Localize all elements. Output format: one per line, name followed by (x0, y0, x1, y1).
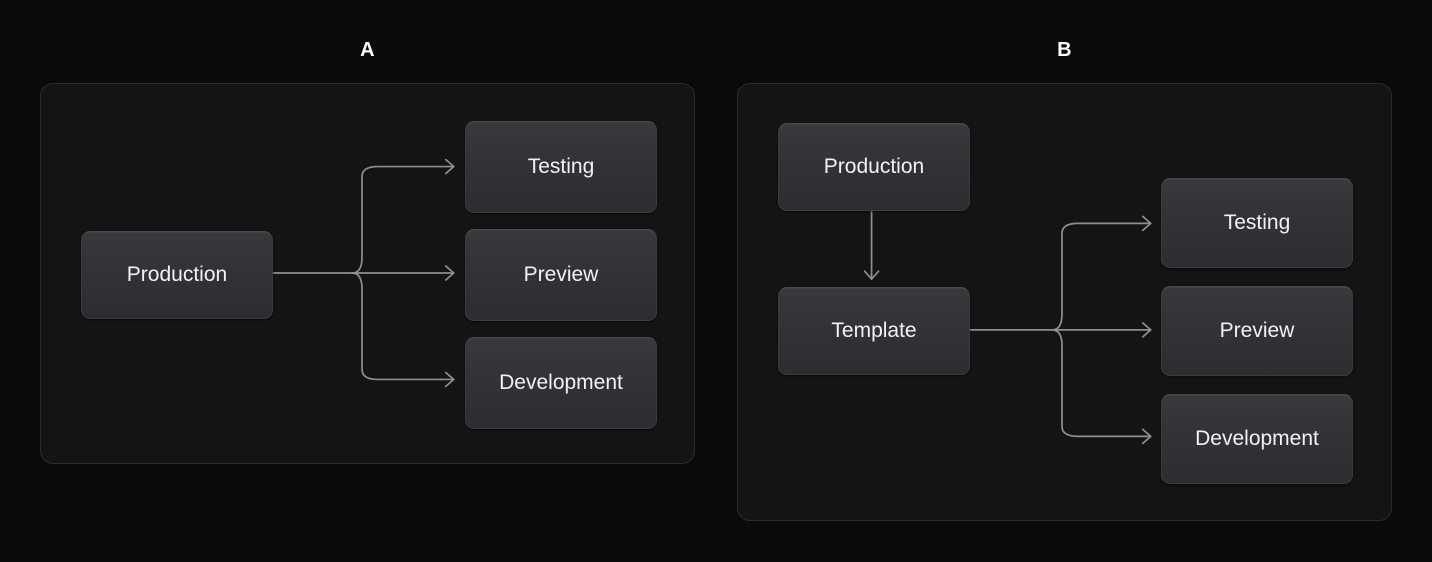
node-label: Development (499, 371, 623, 394)
arrowhead-a-development (444, 371, 455, 388)
panel-group-b: B Production (737, 38, 1392, 521)
node-label: Preview (523, 263, 599, 286)
node-label: Template (831, 319, 917, 342)
node-label: Preview (1219, 319, 1295, 342)
node-label: Production (823, 155, 925, 178)
panel-group-a: A Production (40, 38, 695, 464)
node-testing-b[interactable]: Testing (1161, 178, 1353, 268)
arrowhead-b-preview (1141, 322, 1152, 338)
panel-label-b: B (1057, 39, 1072, 61)
arrowhead-b-template (863, 270, 880, 280)
node-label: Development (1195, 427, 1319, 450)
node-template-b[interactable]: Template (778, 287, 970, 375)
node-production-a[interactable]: Production (81, 231, 273, 319)
panel-a: Production Testing Preview Development (40, 83, 695, 464)
edge-a-to-testing (351, 165, 455, 274)
arrowhead-a-testing (444, 158, 455, 175)
panel-label-a: A (360, 39, 375, 61)
node-preview-a[interactable]: Preview (465, 229, 657, 321)
arrowhead-b-testing (1141, 215, 1152, 232)
node-label: Production (126, 263, 228, 286)
node-development-a[interactable]: Development (465, 337, 657, 429)
node-development-b[interactable]: Development (1161, 394, 1353, 484)
node-production-b[interactable]: Production (778, 123, 970, 211)
node-label: Testing (527, 155, 595, 178)
arrowhead-a-preview (444, 265, 455, 281)
edge-b-to-testing (1051, 222, 1152, 331)
edge-b-to-development (1051, 329, 1152, 438)
node-preview-b[interactable]: Preview (1161, 286, 1353, 376)
panel-b: Production Template Testing Preview Deve… (737, 83, 1392, 521)
edge-a-to-development (351, 272, 455, 381)
arrowhead-b-development (1141, 428, 1152, 445)
node-label: Testing (1223, 211, 1291, 234)
node-testing-a[interactable]: Testing (465, 121, 657, 213)
